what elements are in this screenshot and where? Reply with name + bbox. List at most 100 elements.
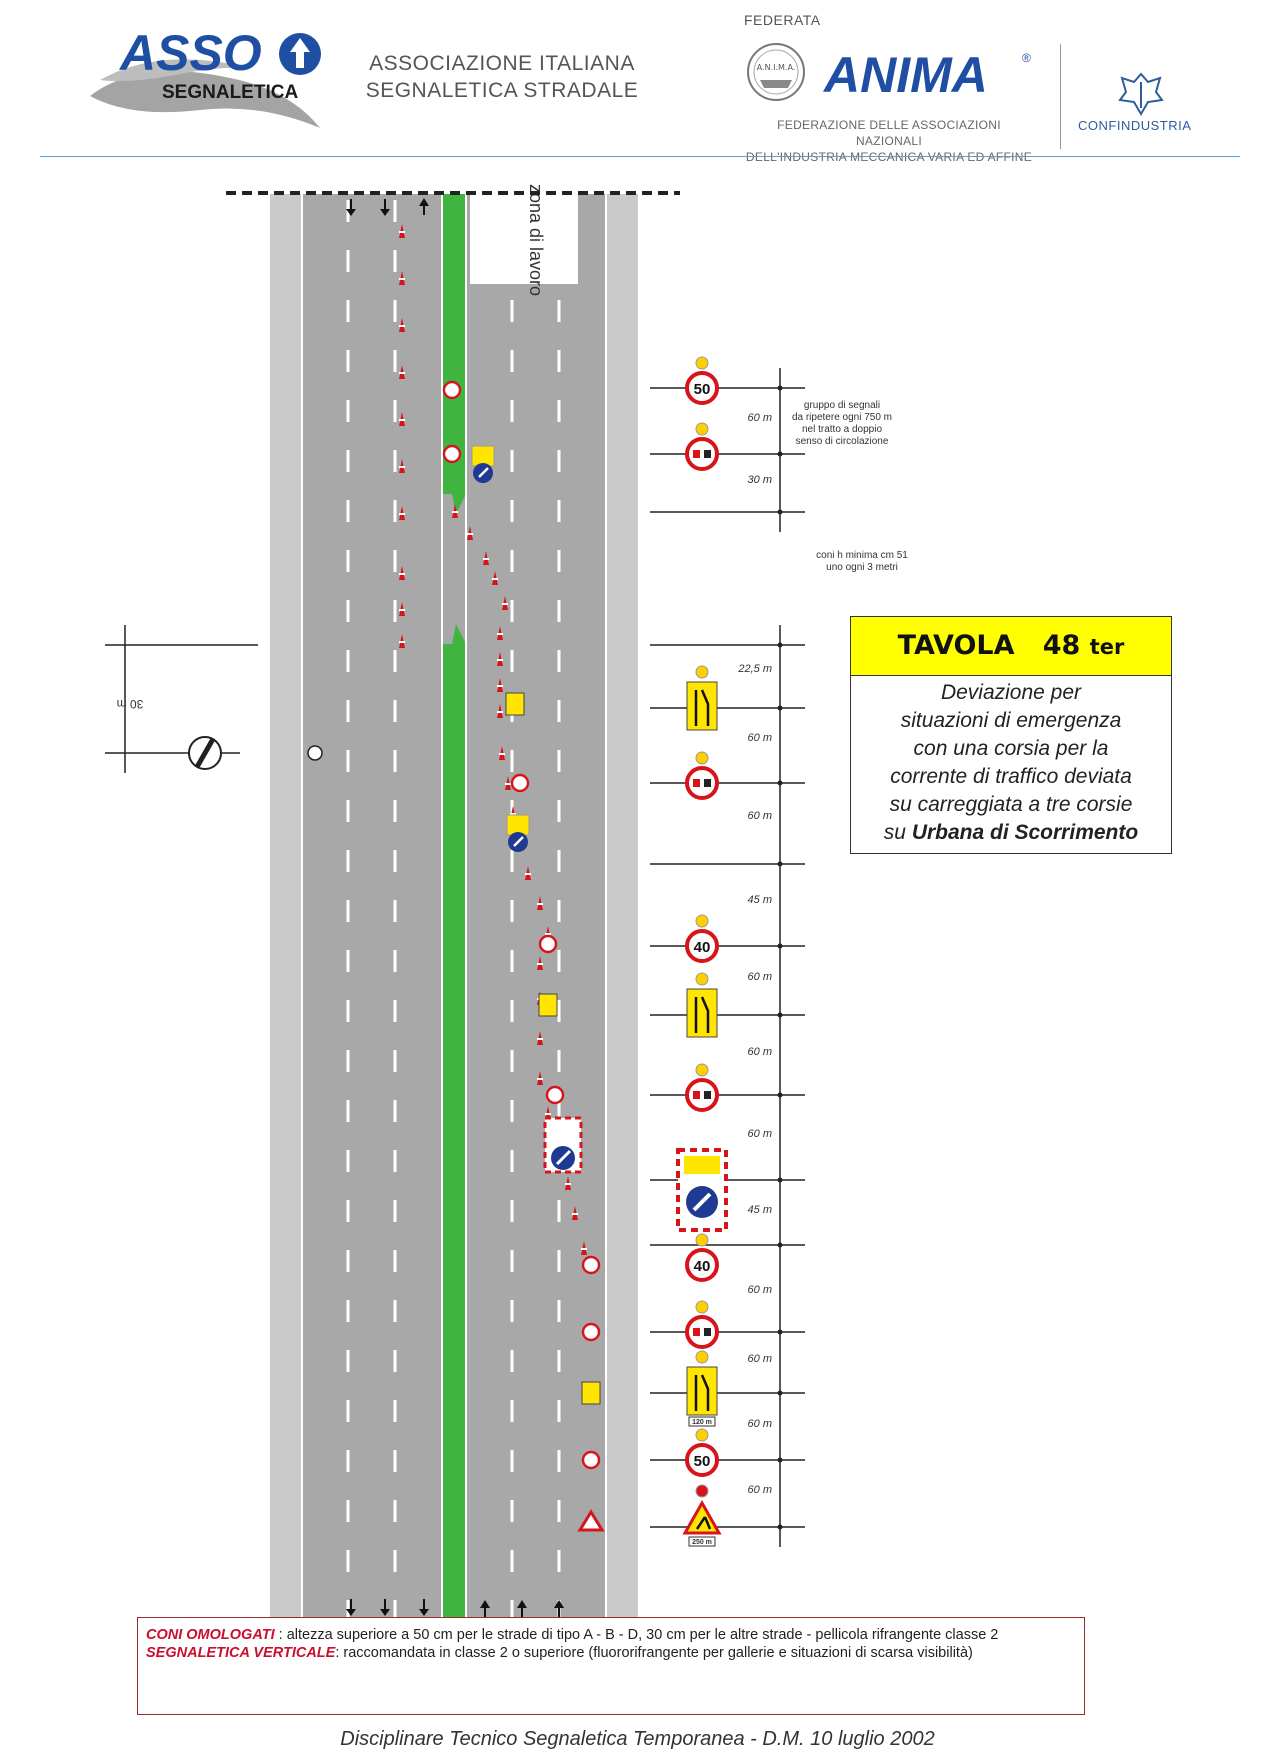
road-sign-circle [442, 444, 462, 464]
asso-logo: ASSO SEGNALETICA [90, 25, 321, 128]
traffic-cone-band [399, 231, 405, 233]
cones-note-line: coni h minima cm 51 [816, 550, 908, 561]
group-note-line: da ripetere ogni 750 m [792, 412, 892, 423]
cones-note-line: uno ogni 3 metri [826, 562, 898, 573]
federazione-line1: FEDERAZIONE DELLE ASSOCIAZIONI NAZIONALI [777, 118, 1001, 148]
distance-label: 45 m [748, 1204, 772, 1216]
lane-indication-sign [686, 988, 718, 1038]
speed-limit-sign [685, 1248, 719, 1282]
header-divider [1060, 44, 1061, 149]
measure-node [777, 451, 783, 457]
deviation-board-road [543, 1116, 583, 1174]
anima-seal-text: A.N.I.M.A. [757, 63, 796, 72]
traffic-cone-band [565, 1183, 571, 1185]
distance-plate [688, 1536, 716, 1547]
traffic-cone-band [497, 711, 503, 713]
distance-label: 60 m [748, 1128, 772, 1140]
lane-indication-sign [686, 681, 718, 731]
speed-limit-value: 50 [694, 1453, 711, 1470]
speed-limit-value: 40 [694, 1258, 711, 1275]
distance-plate-label: 250 m [692, 1539, 712, 1546]
signal-lamp-icon [695, 356, 709, 370]
group-note-line: nel tratto a doppio [802, 424, 882, 435]
measure-node [777, 861, 783, 867]
note-segn-text: : raccomandata in classe 2 o superiore (… [335, 1645, 973, 1661]
lane-arrow-icon [694, 689, 710, 726]
distance-label: 60 m [748, 1484, 772, 1496]
traffic-cone-band [399, 372, 405, 374]
speed-limit-value: 40 [694, 939, 711, 956]
deviation-arrow-icon [513, 836, 524, 847]
carriageway-right [466, 194, 606, 1620]
signal-lamp-icon [695, 1233, 709, 1247]
arrow-head-icon [380, 1609, 390, 1616]
signal-lamp-icon [695, 1063, 709, 1077]
arrow-head-icon [380, 209, 390, 216]
traffic-cone-band [399, 609, 405, 611]
car-icon [693, 450, 700, 458]
speed-limit-sign [685, 1443, 719, 1477]
measure-node [777, 705, 783, 711]
tavola-description: Deviazione per situazioni di emergenza c… [857, 679, 1165, 847]
median-taper [441, 494, 466, 514]
measure-node [777, 780, 783, 786]
measure-node [777, 642, 783, 648]
distance-label: 30 m [748, 474, 772, 486]
traffic-cone-band [510, 813, 516, 815]
car-icon [704, 1328, 711, 1336]
association-line2: SEGNALETICA STRADALE [365, 79, 639, 102]
traffic-cone-band [545, 1113, 551, 1115]
distance-plate-label: 120 m [692, 1419, 712, 1426]
arrow-head-icon [346, 1609, 356, 1616]
arrow-head-icon [554, 1600, 564, 1608]
tavola-number: 48 [1042, 630, 1081, 661]
signal-lamp-icon [695, 665, 709, 679]
tavola-header: TAVOLA 48 ter [851, 617, 1171, 676]
speed-limit-sign [685, 929, 719, 963]
note-coni: CONI OMOLOGATI : altezza superiore a 50 … [146, 1627, 998, 1643]
tavola-desc-prefix: su [883, 821, 912, 844]
note-coni-label: CONI OMOLOGATI [146, 1627, 275, 1643]
no-overtaking-sign [685, 437, 719, 471]
tavola-desc-line: situazioni di emergenza [900, 709, 1122, 732]
arrow-head-icon [517, 1600, 527, 1608]
federazione-line2: DELL'INDUSTRIA MECCANICA VARIA ED AFFINE [745, 150, 1033, 164]
car-icon [693, 779, 700, 787]
tavola-desc-line: con una corsia per la [913, 737, 1109, 760]
tavola-desc-bold: Urbana di Scorrimento [911, 821, 1139, 844]
median-taper [441, 624, 466, 644]
work-zone [470, 194, 578, 284]
note-coni-text: : altezza superiore a 50 cm per le strad… [274, 1627, 999, 1643]
association-name: ASSOCIAZIONE ITALIANA SEGNALETICA STRADA… [362, 50, 642, 104]
traffic-cone-band [572, 1213, 578, 1215]
traffic-cone-band [492, 578, 498, 580]
flashing-lights-bar [684, 1156, 720, 1174]
notes-box: CONI OMOLOGATI : altezza superiore a 50 … [137, 1617, 1085, 1715]
road-sign-circle [581, 1450, 601, 1470]
tavola-title: TAVOLA [897, 630, 1015, 661]
traffic-cone-band [399, 573, 405, 575]
speed-limit-sign [685, 371, 719, 405]
federazione-text: FEDERAZIONE DELLE ASSOCIAZIONI NAZIONALI… [744, 117, 1034, 165]
anima-text: ANIMA [822, 47, 988, 103]
association-line1: ASSOCIAZIONE ITALIANA [369, 52, 635, 75]
road-sign-circle [442, 380, 462, 400]
traffic-cone-band [545, 933, 551, 935]
measure-node [777, 509, 783, 515]
arrow-up-icon [290, 38, 310, 68]
anima-registered: ® [1022, 51, 1031, 65]
traffic-cone-band [497, 685, 503, 687]
signal-lamp-icon [695, 1300, 709, 1314]
signal-lamp-icon [695, 1484, 709, 1498]
arrow-head-icon [346, 209, 356, 216]
federata-label: FEDERATA [744, 12, 821, 28]
signal-lamp-icon [695, 751, 709, 765]
traffic-cone-band [399, 325, 405, 327]
signal-lamp-icon [695, 972, 709, 986]
car-icon [704, 779, 711, 787]
traffic-cone-band [505, 783, 511, 785]
warning-triangle-sign [577, 1509, 605, 1532]
lane-arrow-icon [694, 996, 710, 1033]
measure-node [777, 385, 783, 391]
signal-lamp-icon [695, 1428, 709, 1442]
